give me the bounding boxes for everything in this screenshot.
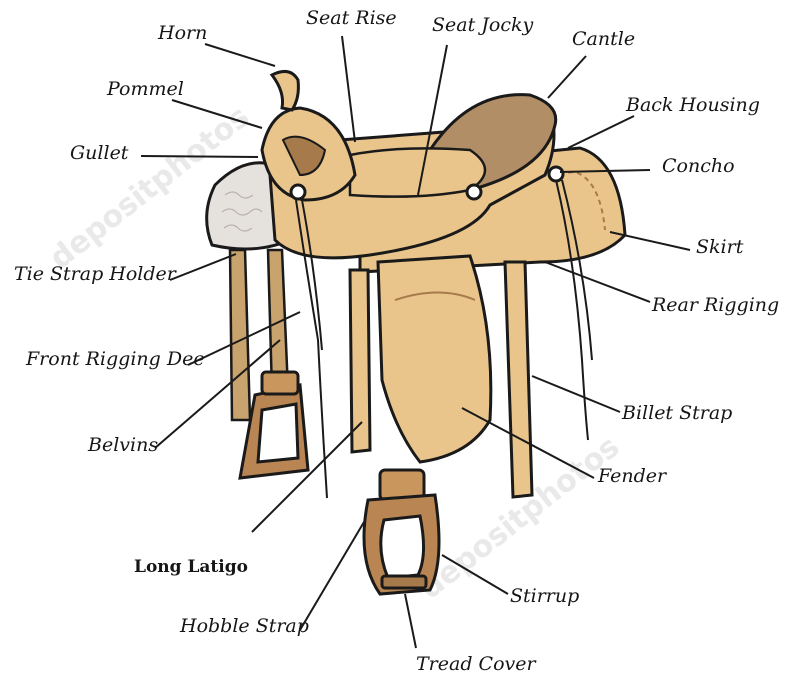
label-seat-jocky: Seat Jocky <box>432 16 533 35</box>
label-tie-strap-holder: Tie Strap Holder <box>14 265 176 284</box>
label-seat-rise: Seat Rise <box>306 9 397 28</box>
label-back-housing: Back Housing <box>626 96 760 115</box>
label-front-rigging-dee: Front Rigging Dee <box>26 350 205 369</box>
label-gullet: Gullet <box>70 144 128 163</box>
label-pommel: Pommel <box>107 80 184 99</box>
fender <box>378 256 491 462</box>
label-fender: Fender <box>598 467 666 486</box>
label-billet-strap: Billet Strap <box>622 404 732 423</box>
label-cantle: Cantle <box>572 30 635 49</box>
label-horn: Horn <box>158 24 207 43</box>
label-long-latigo: Long Latigo <box>134 559 248 576</box>
label-rear-rigging: Rear Rigging <box>652 296 779 315</box>
billet-strap <box>505 262 532 497</box>
label-belvins: Belvins <box>88 436 158 455</box>
label-concho: Concho <box>662 157 735 176</box>
label-tread-cover: Tread Cover <box>416 655 536 674</box>
front-stirrup <box>364 470 439 594</box>
horn <box>272 71 298 110</box>
seat-jocky <box>350 148 485 196</box>
label-hobble-strap: Hobble Strap <box>180 617 309 636</box>
label-stirrup: Stirrup <box>510 587 579 606</box>
label-skirt: Skirt <box>696 238 743 257</box>
